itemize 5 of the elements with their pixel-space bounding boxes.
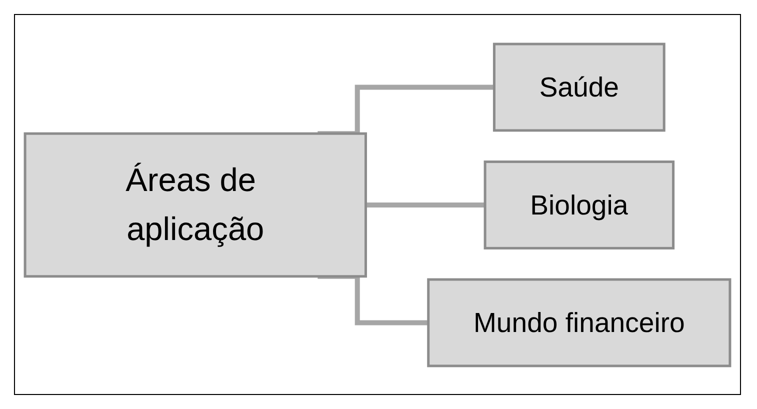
connector xyxy=(366,202,486,207)
node-box: Biologia xyxy=(484,160,675,249)
node-box: Mundo financeiro xyxy=(427,278,732,367)
node-box: Saúde xyxy=(492,42,666,132)
node-box: Áreas de aplicação xyxy=(24,132,367,278)
